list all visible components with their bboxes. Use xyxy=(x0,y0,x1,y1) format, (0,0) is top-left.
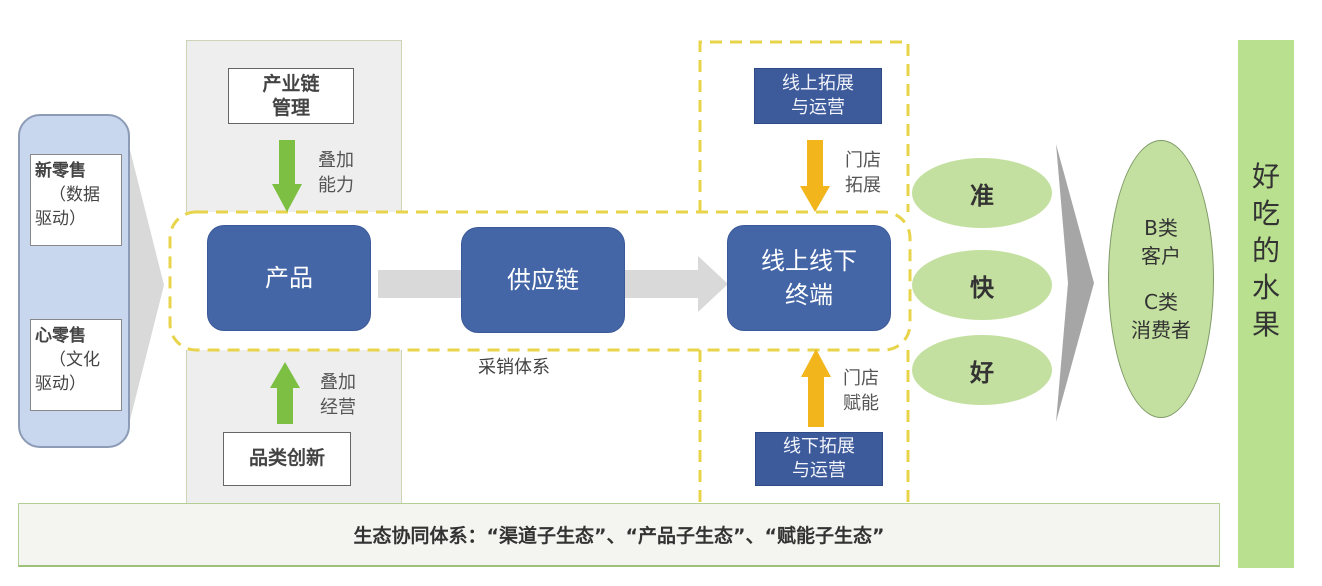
result-char: 水 xyxy=(1251,271,1280,304)
procurement-system-caption: 采销体系 xyxy=(478,357,550,378)
category-innovation-box: 品类创新 xyxy=(223,432,351,486)
driver-heart-retail-title: 心零售 xyxy=(35,326,86,346)
industry-chain-line2: 管理 xyxy=(271,97,310,119)
quality-fast-label: 快 xyxy=(970,273,994,302)
store-expansion-line1: 门店 xyxy=(845,150,881,171)
ecosystem-label: 生态协同体系：“渠道子生态”、“产品子生态”、“赋能子生态” xyxy=(353,525,885,547)
node-supply-chain-label: 供应链 xyxy=(507,266,579,294)
driver-heart-retail: 心零售 （文化 驱动） xyxy=(30,319,122,411)
node-supply-chain: 供应链 xyxy=(462,228,624,332)
driver-new-retail-title: 新零售 xyxy=(35,161,86,181)
chevron-right-icon xyxy=(1056,144,1094,422)
node-terminal-line1: 线上线下 xyxy=(761,247,857,275)
ecosystem-bar: 生态协同体系：“渠道子生态”、“产品子生态”、“赋能子生态” xyxy=(18,503,1220,567)
store-expansion-line2: 拓展 xyxy=(845,175,881,196)
capability-label: 叠加 能力 xyxy=(318,148,354,198)
arrow-down-yellow-icon xyxy=(800,140,830,212)
driver-new-retail-sub1: （数据 xyxy=(49,185,100,205)
result-bar: 好 吃 的 水 果 xyxy=(1238,40,1294,568)
driver-heart-retail-sub2: 驱动） xyxy=(35,374,86,394)
capability-label-line1: 叠加 xyxy=(318,150,354,171)
offline-expansion-box: 线下拓展 与运营 xyxy=(755,432,883,486)
node-product: 产品 xyxy=(208,226,370,330)
arrow-up-green-icon xyxy=(270,362,300,424)
arrow-down-green-icon xyxy=(272,140,302,212)
driver-heart-retail-sub1: （文化 xyxy=(49,350,100,370)
operation-label-line2: 经营 xyxy=(320,397,356,418)
node-product-label: 产品 xyxy=(265,264,313,292)
quality-good: 好 xyxy=(912,335,1052,405)
offline-expansion-line2: 与运营 xyxy=(792,460,846,481)
result-char: 果 xyxy=(1251,308,1280,341)
quality-good-label: 好 xyxy=(970,358,994,387)
quality-accurate-label: 准 xyxy=(970,181,994,210)
store-empower-line1: 门店 xyxy=(843,368,879,389)
driver-new-retail: 新零售 （数据 驱动） xyxy=(30,154,122,246)
node-terminal: 线上线下 终端 xyxy=(728,226,890,330)
operation-label-line1: 叠加 xyxy=(320,372,356,393)
result-char: 吃 xyxy=(1251,197,1280,230)
customer-c-line2: 消费者 xyxy=(1131,318,1191,342)
flow-arrows xyxy=(378,256,728,312)
arrow-up-yellow-icon xyxy=(801,349,831,427)
procurement-system-frame xyxy=(168,210,912,352)
quality-accurate: 准 xyxy=(912,158,1052,228)
store-expansion-label: 门店 拓展 xyxy=(845,148,881,198)
flow-bar-supply-terminal xyxy=(620,270,700,298)
chevron-right-icon xyxy=(130,150,164,420)
online-expansion-box: 线上拓展 与运营 xyxy=(754,68,882,124)
node-terminal-line2: 终端 xyxy=(785,281,833,309)
store-empower-line2: 赋能 xyxy=(843,393,879,414)
customer-b-line2: 客户 xyxy=(1141,244,1181,268)
result-char: 好 xyxy=(1251,160,1280,193)
capability-label-line2: 能力 xyxy=(318,175,354,196)
flow-arrowhead-icon xyxy=(698,256,728,312)
customer-c-line1: C类 xyxy=(1144,290,1178,314)
industry-chain-line1: 产业链 xyxy=(262,73,320,95)
customer-b-line1: B类 xyxy=(1144,216,1178,240)
offline-expansion-frame xyxy=(698,350,910,505)
online-expansion-line2: 与运营 xyxy=(791,97,845,118)
result-char: 的 xyxy=(1251,234,1280,267)
offline-expansion-line1: 线下拓展 xyxy=(783,436,855,457)
store-empower-label: 门店 赋能 xyxy=(843,366,879,416)
industry-chain-box: 产业链 管理 xyxy=(228,68,354,124)
flow-bar-product-supply xyxy=(378,270,466,298)
operation-label: 叠加 经营 xyxy=(320,370,356,420)
online-expansion-line1: 线上拓展 xyxy=(782,73,854,94)
quality-fast: 快 xyxy=(912,250,1052,320)
driver-new-retail-sub2: 驱动） xyxy=(35,209,86,229)
online-expansion-frame xyxy=(698,40,910,212)
customer-ellipse: B类 客户 C类 消费者 xyxy=(1108,140,1214,418)
drivers-panel: 新零售 （数据 驱动） 心零售 （文化 驱动） xyxy=(18,114,130,448)
